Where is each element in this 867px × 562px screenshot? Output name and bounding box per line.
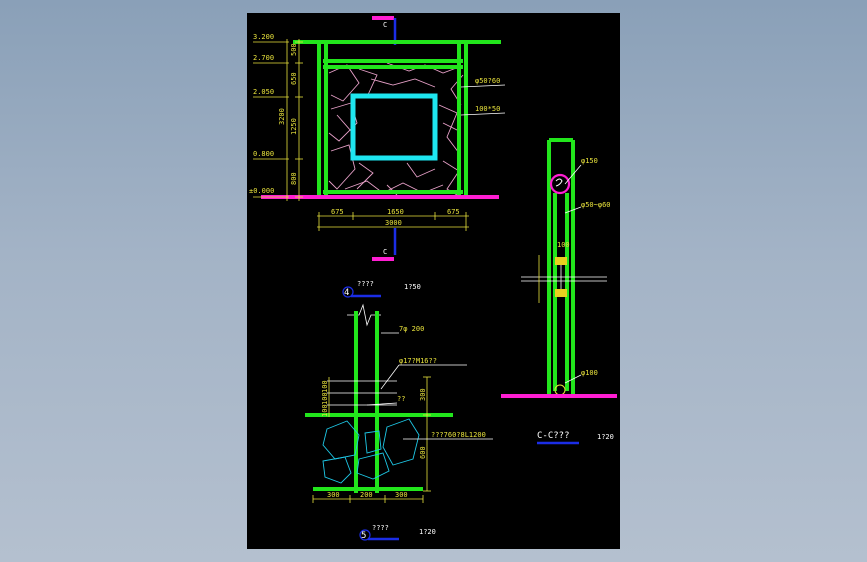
svg-text:1?20: 1?20 bbox=[597, 433, 614, 441]
svg-text:200: 200 bbox=[360, 491, 373, 499]
svg-text:3000: 3000 bbox=[385, 219, 402, 227]
svg-text:????: ???? bbox=[357, 280, 374, 288]
svg-text:1250: 1250 bbox=[290, 118, 298, 135]
vertical-dimensions: 500 650 1250 800 3200 bbox=[278, 39, 303, 201]
svg-text:600: 600 bbox=[419, 446, 427, 459]
svg-text:???760?8L1200: ???760?8L1200 bbox=[431, 431, 486, 439]
drawing-svg: C bbox=[249, 16, 617, 541]
section-mark-top: C bbox=[383, 21, 387, 29]
window-opening bbox=[350, 93, 438, 161]
horizontal-dimensions: 675 1650 675 3000 bbox=[317, 208, 469, 231]
svg-text:4: 4 bbox=[344, 288, 349, 298]
svg-text:0.800: 0.800 bbox=[253, 150, 274, 158]
svg-text:300: 300 bbox=[419, 388, 427, 401]
svg-text:1?20: 1?20 bbox=[419, 528, 436, 536]
svg-text:1?50: 1?50 bbox=[404, 283, 421, 291]
detail-4-label: 4 ???? 1?50 bbox=[342, 280, 421, 298]
svg-text:φ17?M16??: φ17?M16?? bbox=[399, 357, 437, 365]
svg-text:675: 675 bbox=[447, 208, 460, 216]
lattice-pattern bbox=[328, 62, 464, 196]
level-marks: 3.200 2.700 2.050 0.800 ±0.000 bbox=[249, 33, 289, 198]
elevation-view: C bbox=[249, 16, 506, 261]
drawing-sheet[interactable]: C bbox=[247, 13, 620, 549]
svg-text:1650: 1650 bbox=[387, 208, 404, 216]
svg-text:φ100: φ100 bbox=[581, 369, 598, 377]
svg-text:675: 675 bbox=[331, 208, 344, 216]
svg-text:φ150: φ150 bbox=[581, 157, 598, 165]
detail-5-view: 100 100 100 300 600 300 200 300 bbox=[305, 303, 493, 503]
svg-text:800: 800 bbox=[290, 172, 298, 185]
svg-text:100*50: 100*50 bbox=[475, 105, 500, 113]
svg-text:100: 100 bbox=[321, 380, 329, 393]
svg-text:??: ?? bbox=[397, 395, 405, 403]
section-mark-bottom: C bbox=[383, 248, 387, 256]
svg-text:100: 100 bbox=[321, 404, 329, 417]
svg-text:φ50?60: φ50?60 bbox=[475, 77, 500, 85]
svg-text:100: 100 bbox=[557, 241, 570, 249]
svg-text:5: 5 bbox=[361, 531, 366, 541]
svg-text:100: 100 bbox=[321, 392, 329, 405]
svg-text:7φ 200: 7φ 200 bbox=[399, 325, 424, 333]
svg-text:300: 300 bbox=[327, 491, 340, 499]
section-cc-view: φ150 φ50~φ60 φ100 100 bbox=[501, 138, 617, 398]
section-cc-label: C-C??? 1?20 bbox=[537, 431, 614, 445]
svg-text:2.700: 2.700 bbox=[253, 54, 274, 62]
svg-text:650: 650 bbox=[290, 72, 298, 85]
svg-text:????: ???? bbox=[372, 524, 389, 532]
svg-text:3.200: 3.200 bbox=[253, 33, 274, 41]
foundation-stones bbox=[322, 418, 420, 484]
svg-text:±0.000: ±0.000 bbox=[249, 187, 274, 195]
svg-text:C-C???: C-C??? bbox=[537, 431, 570, 441]
svg-text:φ50~φ60: φ50~φ60 bbox=[581, 201, 611, 209]
detail-5-label: 5 ???? 1?20 bbox=[359, 524, 436, 541]
svg-text:300: 300 bbox=[395, 491, 408, 499]
svg-text:500: 500 bbox=[290, 43, 298, 56]
svg-text:3200: 3200 bbox=[278, 108, 286, 125]
svg-text:2.050: 2.050 bbox=[253, 88, 274, 96]
